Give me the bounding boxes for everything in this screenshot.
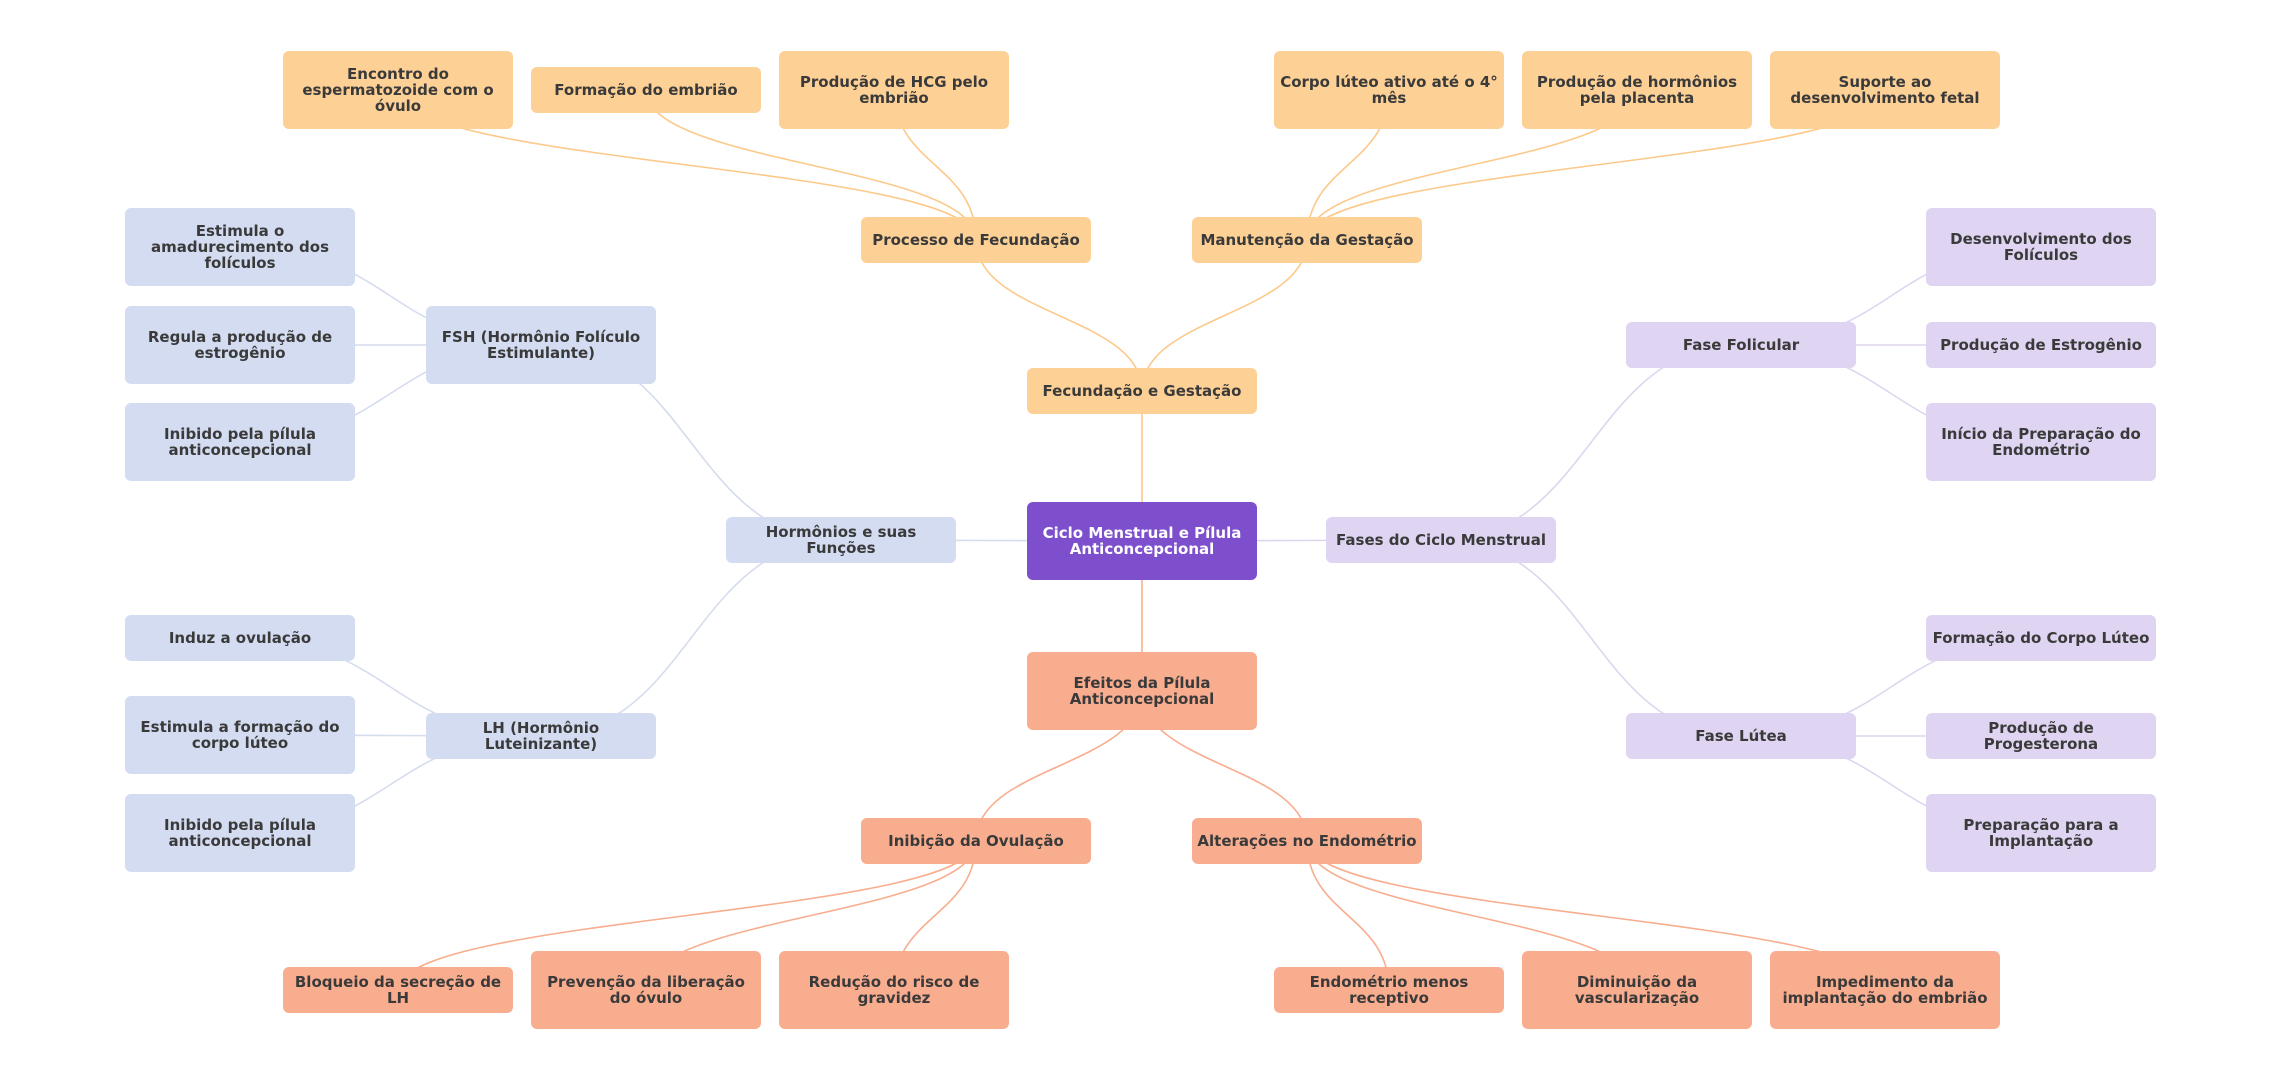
node-processo-fecundacao[interactable]: Processo de Fecundação xyxy=(861,217,1091,263)
node-fsh-estimula[interactable]: Estimula o amadurecimento dos folículos xyxy=(125,208,355,286)
node-hormonios-placenta[interactable]: Produção de hormônios pela placenta xyxy=(1522,51,1752,129)
node-desenvolvimento-foliculos[interactable]: Desenvolvimento dos Folículos xyxy=(1926,208,2156,286)
node-alteracoes-endometrio[interactable]: Alterações no Endométrio xyxy=(1192,818,1422,864)
node-prevencao-ovulo[interactable]: Prevenção da liberação do óvulo xyxy=(531,951,761,1029)
node-fecundacao-gestacao[interactable]: Fecundação e Gestação xyxy=(1027,368,1257,414)
connector-line xyxy=(540,539,842,737)
connector-line xyxy=(975,239,1143,392)
connector-line xyxy=(1440,539,1742,737)
node-producao-progesterona[interactable]: Produção de Progesterona xyxy=(1926,713,2156,759)
connector-line xyxy=(1306,840,1390,991)
node-formacao-embriao[interactable]: Formação do embrião xyxy=(531,67,761,113)
root-node[interactable]: Ciclo Menstrual e Pílula Anticoncepciona… xyxy=(1027,502,1257,580)
connector-line xyxy=(645,89,977,241)
node-preparacao-implantacao[interactable]: Preparação para a Implantação xyxy=(1926,794,2156,872)
node-fsh[interactable]: FSH (Hormônio Folículo Estimulante) xyxy=(426,306,656,384)
node-encontro-espermatozoide[interactable]: Encontro do espermatozoide com o óvulo xyxy=(283,51,513,129)
node-inibicao-ovulacao[interactable]: Inibição da Ovulação xyxy=(861,818,1091,864)
connector-line xyxy=(397,840,977,991)
node-lh[interactable]: LH (Hormônio Luteinizante) xyxy=(426,713,656,759)
node-lh-inibido[interactable]: Inibido pela pílula anticoncepcional xyxy=(125,794,355,872)
node-producao-estrogenio[interactable]: Produção de Estrogênio xyxy=(1926,322,2156,368)
connector-line xyxy=(1440,344,1742,541)
node-producao-hcg[interactable]: Produção de HCG pelo embrião xyxy=(779,51,1009,129)
connector-line xyxy=(1141,239,1308,392)
node-reducao-risco[interactable]: Redução do risco de gravidez xyxy=(779,951,1009,1029)
node-endometrio-menos-receptivo[interactable]: Endométrio menos receptivo xyxy=(1274,967,1504,1013)
node-fsh-regula[interactable]: Regula a produção de estrogênio xyxy=(125,306,355,384)
node-fase-lutea[interactable]: Fase Lútea xyxy=(1626,713,1856,759)
node-fase-folicular[interactable]: Fase Folicular xyxy=(1626,322,1856,368)
node-formacao-corpo-luteo[interactable]: Formação do Corpo Lúteo xyxy=(1926,615,2156,661)
node-hormonios-funcoes[interactable]: Hormônios e suas Funções xyxy=(726,517,956,563)
node-corpo-luteo-ativo[interactable]: Corpo lúteo ativo até o 4° mês xyxy=(1274,51,1504,129)
node-bloqueio-lh[interactable]: Bloqueio da secreção de LH xyxy=(283,967,513,1013)
node-efeitos-pilula[interactable]: Efeitos da Pílula Anticoncepcional xyxy=(1027,652,1257,730)
node-diminuicao-vascularizacao[interactable]: Diminuição da vascularização xyxy=(1522,951,1752,1029)
node-fases-ciclo[interactable]: Fases do Ciclo Menstrual xyxy=(1326,517,1556,563)
node-preparacao-endometrio[interactable]: Início da Preparação do Endométrio xyxy=(1926,403,2156,481)
node-impedimento-implantacao[interactable]: Impedimento da implantação do embrião xyxy=(1770,951,2000,1029)
node-manutencao-gestacao[interactable]: Manutenção da Gestação xyxy=(1192,217,1422,263)
node-lh-induz[interactable]: Induz a ovulação xyxy=(125,615,355,661)
node-suporte-fetal[interactable]: Suporte ao desenvolvimento fetal xyxy=(1770,51,2000,129)
node-lh-estimula[interactable]: Estimula a formação do corpo lúteo xyxy=(125,696,355,774)
node-fsh-inibido[interactable]: Inibido pela pílula anticoncepcional xyxy=(125,403,355,481)
